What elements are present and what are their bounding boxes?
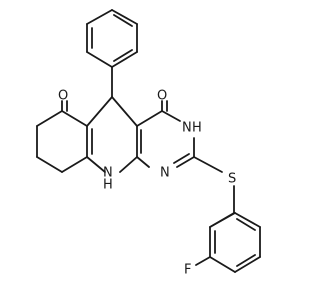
bond bbox=[234, 212, 261, 228]
amide-hydrogen-label: H bbox=[192, 121, 202, 136]
bond bbox=[113, 14, 133, 27]
bond bbox=[111, 51, 138, 68]
molecule-structure: O O N H N H N S F bbox=[36, 9, 261, 278]
bond bbox=[36, 156, 63, 173]
bond bbox=[111, 96, 138, 127]
amine-hydrogen-label: H bbox=[103, 178, 113, 193]
bond bbox=[161, 110, 181, 122]
bond bbox=[234, 256, 261, 273]
bond bbox=[195, 256, 211, 266]
bond bbox=[136, 110, 163, 127]
amide-nitrogen-label: N bbox=[182, 121, 192, 136]
pyrimidine-nitrogen-label: N bbox=[160, 166, 170, 181]
bond bbox=[173, 153, 190, 164]
bond bbox=[61, 156, 88, 173]
sulfur-label: S bbox=[228, 172, 236, 187]
bond bbox=[236, 218, 256, 231]
bond bbox=[136, 156, 150, 168]
fluorine-label: F bbox=[184, 263, 191, 278]
bond bbox=[111, 9, 138, 25]
pyrimidine-ring bbox=[136, 100, 195, 168]
bond bbox=[61, 110, 88, 127]
central-ring bbox=[86, 96, 142, 173]
bond bbox=[113, 49, 133, 62]
cyclohexanone-ring bbox=[36, 100, 88, 173]
bond bbox=[209, 256, 236, 273]
bond bbox=[36, 110, 63, 127]
bond bbox=[86, 96, 113, 127]
bond bbox=[119, 156, 138, 173]
bond bbox=[86, 51, 113, 68]
bond bbox=[86, 156, 106, 173]
ketone-oxygen-label: O bbox=[58, 89, 68, 104]
bond bbox=[209, 212, 236, 228]
amine-nitrogen-label: N bbox=[103, 166, 113, 181]
phenyl-ring bbox=[86, 9, 138, 98]
atom-labels: O O N H N H N S F bbox=[58, 89, 236, 278]
bond bbox=[176, 156, 195, 168]
amide-oxygen-label: O bbox=[157, 89, 167, 104]
fluorophenyl-ring bbox=[195, 212, 261, 273]
bond bbox=[86, 9, 113, 25]
molecule-diagram: O O N H N H N S F bbox=[36, 9, 261, 278]
bond bbox=[236, 254, 256, 267]
bond bbox=[193, 156, 223, 173]
